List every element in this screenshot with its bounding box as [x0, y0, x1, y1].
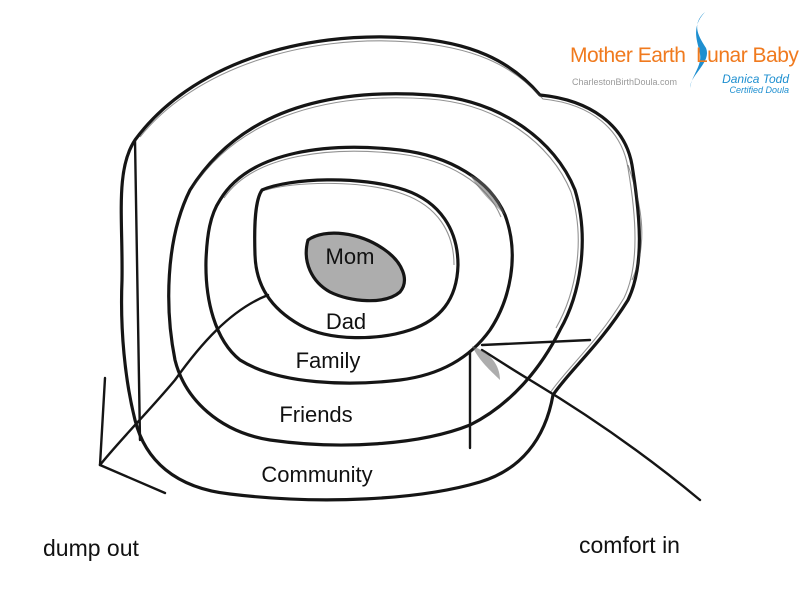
ring-mom [304, 231, 406, 303]
ring-label-family: Family [296, 348, 361, 373]
comfort-in-arrow [468, 338, 702, 502]
ring-family [204, 145, 514, 385]
ring-label-community: Community [261, 462, 372, 487]
dump-out-caption: dump out [43, 535, 140, 561]
logo-brand-left: Mother Earth [570, 44, 685, 67]
logo-doula-title: Certified Doula [729, 85, 789, 95]
logo-swoosh-icon [690, 12, 708, 88]
dump-out-arrow [98, 138, 270, 495]
logo-doula-name: Danica Todd [722, 72, 789, 86]
ring-dad [253, 178, 460, 340]
ring-label-dad: Dad [326, 309, 366, 334]
mother-earth-lunar-baby-logo: Mother Earth Lunar Baby CharlestonBirthD… [570, 12, 800, 95]
logo-website: CharlestonBirthDoula.com [572, 77, 677, 87]
logo-brand-right: Lunar Baby [696, 44, 799, 67]
ring-label-friends: Friends [279, 402, 352, 427]
ring-label-mom: Mom [326, 244, 375, 269]
comfort-in-caption: comfort in [579, 532, 680, 558]
